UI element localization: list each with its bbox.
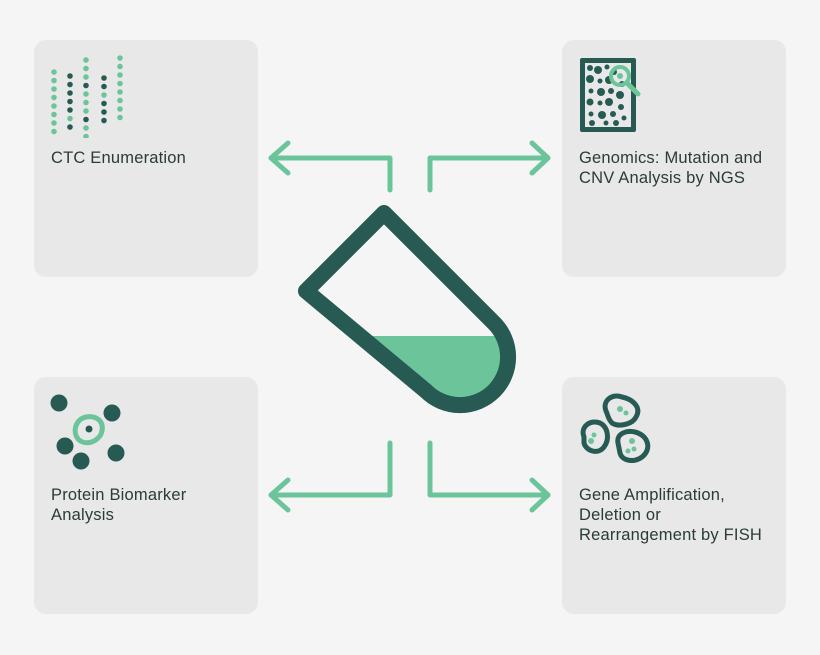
arrow-icon-top-right: [427, 140, 551, 193]
arrow-icon-bottom-right: [427, 440, 551, 513]
card-label-fish: Gene Amplification, Deletion or Rearrang…: [579, 486, 763, 544]
card-protein-biomarker: Protein Biomarker Analysis: [34, 377, 258, 614]
cells-fish-icon: [580, 393, 651, 463]
card-genomics: Genomics: Mutation and CNV Analysis by N…: [562, 40, 786, 277]
arrow-icon-bottom-left: [268, 440, 393, 513]
dot-columns-icon: [51, 55, 123, 138]
card-fish: Gene Amplification, Deletion or Rearrang…: [562, 377, 786, 614]
card-label-protein: Protein Biomarker Analysis: [51, 486, 187, 524]
arrow-icon-top-left: [268, 140, 393, 193]
sequencing-chip-magnifier-icon: [580, 58, 641, 132]
card-label-ctc: CTC Enumeration: [51, 149, 187, 167]
card-ctc-enumeration: CTC Enumeration: [34, 40, 258, 277]
card-label-genomics: Genomics: Mutation and CNV Analysis by N…: [579, 149, 763, 187]
cells-cluster-icon: [50, 394, 125, 470]
